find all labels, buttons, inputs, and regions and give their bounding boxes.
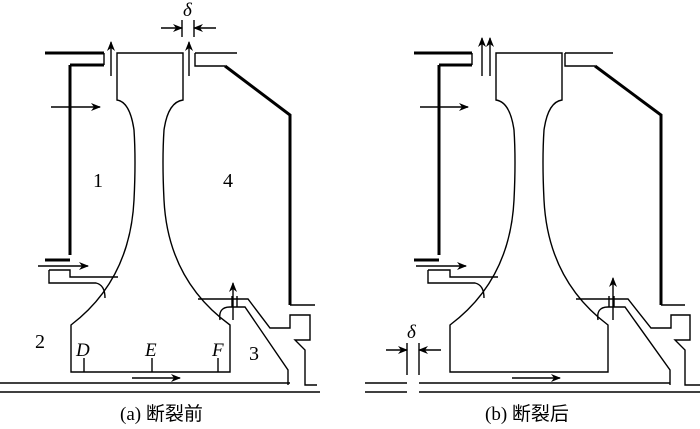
caption-a: (a) 断裂前: [120, 403, 203, 425]
left-casing: [45, 51, 104, 255]
panel-a: δ D E F 1 2 3 4 (a) 断裂前: [0, 0, 320, 425]
gap-label-b: δ: [407, 322, 417, 343]
zone-3: 3: [249, 343, 259, 365]
zone-2: 2: [35, 331, 45, 353]
caption-b: (b) 断裂后: [485, 403, 569, 425]
point-e: E: [144, 340, 157, 361]
disk-profile: [70, 52, 231, 373]
panel-b: δ (b) 断裂后: [365, 37, 700, 425]
point-d: D: [75, 340, 90, 361]
point-f: F: [211, 340, 224, 361]
zone-1: 1: [93, 170, 103, 192]
right-casing: [224, 64, 292, 305]
gap-label-a: δ: [183, 0, 193, 21]
zone-4: 4: [223, 170, 233, 192]
